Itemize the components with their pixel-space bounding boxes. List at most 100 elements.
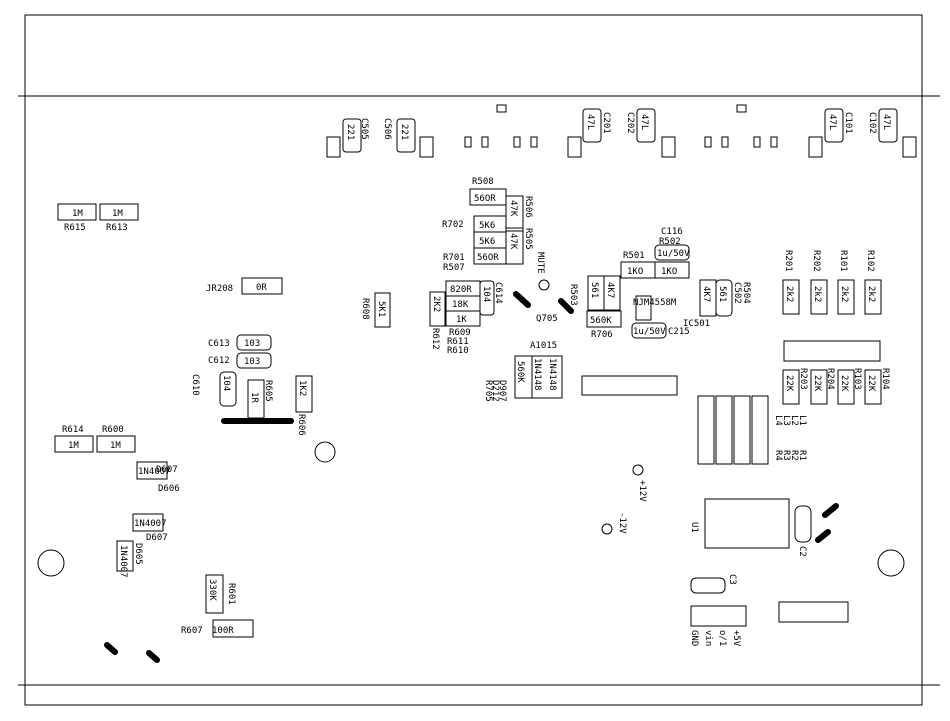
label-r203: R203 (798, 368, 808, 390)
value-d907: 560K (515, 361, 525, 383)
label-r501: R501 (623, 251, 645, 261)
label-c614: C614 (493, 282, 503, 304)
label-r101: R101 (838, 250, 848, 272)
label-r701: R701 (443, 253, 465, 263)
label-plus5v: +5V (731, 630, 741, 647)
label-l1: L1 (797, 415, 807, 426)
label-r601: R601 (226, 583, 236, 605)
value-r614: 1M (68, 441, 79, 451)
label-minus12v: -12V (617, 512, 627, 534)
label-r4: R4 (773, 450, 783, 461)
label-r503: R503 (568, 284, 578, 306)
value-r702: 5K6 (479, 221, 495, 231)
label-r600: R600 (102, 425, 124, 435)
label-r605: R605 (263, 380, 273, 402)
label-r609: R609 (449, 328, 471, 338)
value-r701: 56OR (477, 253, 499, 263)
label-r104: R104 (880, 368, 890, 390)
label-r505: R505 (523, 228, 533, 250)
label-o1: o/1 (717, 630, 727, 646)
value-r504: 4K7 (701, 286, 711, 302)
label-d605: D605 (133, 543, 143, 565)
label-r702: R702 (442, 220, 464, 230)
label-u1: U1 (689, 522, 699, 533)
label-plus12v: +12V (637, 480, 647, 502)
value-r4k7: 4K7 (605, 282, 615, 298)
label-r613: R613 (106, 223, 128, 233)
value-r104: 22K (866, 375, 876, 392)
label-njm: NJM4558M (633, 298, 677, 308)
label-c610: C610 (190, 374, 200, 396)
value-r506: 47K (508, 200, 518, 217)
label-r614: R614 (62, 425, 84, 435)
value-r1k: 1K (456, 315, 467, 325)
label-r502: R502 (659, 237, 681, 247)
value-r502: 1KO (661, 267, 677, 277)
label-mute: MUTE (535, 252, 545, 274)
value-c505: 221 (345, 124, 355, 140)
label-c502: C502 (732, 282, 742, 304)
label-r608: R608 (360, 298, 370, 320)
label-r506: R506 (523, 196, 533, 218)
label-c116: C116 (661, 227, 683, 237)
value-d606: 1N4007 (134, 519, 167, 529)
label-r606: R606 (296, 414, 306, 436)
label-r201: R201 (783, 250, 793, 272)
label-c613: C613 (208, 339, 230, 349)
label-a1015: A1015 (530, 341, 557, 351)
value-r201: 2k2 (784, 286, 794, 302)
value-c116: 1u/50V (657, 249, 690, 259)
label-r2: R2 (789, 450, 799, 461)
value-r501: 1KO (627, 267, 643, 277)
label-d212: D212 (490, 380, 500, 402)
label-r508: R508 (472, 177, 494, 187)
value-r612: 2K2 (431, 296, 441, 312)
label-d606: D606 (158, 484, 180, 494)
label-r615: R615 (64, 223, 86, 233)
value-c101: 47L (827, 114, 837, 130)
value-r601: 330K (207, 579, 217, 601)
value-r608: 5K1 (376, 301, 386, 317)
label-r504: R504 (741, 282, 751, 304)
value-r503: 561 (589, 282, 599, 298)
value-r101: 2k2 (839, 286, 849, 302)
value-r508: 56OR (474, 194, 496, 204)
label-c102: C102 (867, 112, 877, 134)
label-vin: vin (703, 630, 713, 646)
label-r705: R705 (483, 380, 493, 402)
value-r102: 2k2 (866, 286, 876, 302)
mounting-hole-right (877, 549, 905, 577)
label-r706: R706 (591, 330, 613, 340)
value-r505: 47K (508, 233, 518, 250)
label-r612: R612 (430, 328, 440, 350)
label-q705: Q705 (536, 314, 558, 324)
label-c3: C3 (727, 574, 737, 585)
value-c201: 47L (585, 114, 595, 130)
value-r607: 100R (212, 626, 234, 636)
value-r202: 2k2 (812, 286, 822, 302)
value-c506: 221 (399, 124, 409, 140)
value-c614: 104 (481, 286, 491, 302)
test-point (314, 441, 336, 463)
label-c505: C505 (359, 118, 369, 140)
value-r5k6b: 5K6 (479, 237, 495, 247)
value-d212a: 1N4148 (532, 358, 542, 391)
label-c612: C612 (208, 356, 230, 366)
value-d605: 1N4007 (118, 545, 128, 578)
label-d607: D607 (156, 465, 178, 475)
value-r103: 22K (839, 375, 849, 392)
label-r610: R610 (447, 346, 469, 356)
value-c612: 103 (244, 357, 260, 367)
value-c613: 103 (244, 339, 260, 349)
value-d212b: 1N4148 (547, 358, 557, 391)
label-r102: R102 (865, 250, 875, 272)
label-gnd: GND (689, 630, 699, 646)
value-c215: 1u/50V (633, 327, 666, 337)
label-l2: L2 (789, 415, 799, 426)
value-c610: 104 (221, 375, 231, 391)
value-jr208: 0R (256, 283, 267, 293)
label-c202: C202 (625, 112, 635, 134)
value-r18k: 18K (452, 300, 469, 310)
label-jr208: JR208 (206, 284, 233, 294)
